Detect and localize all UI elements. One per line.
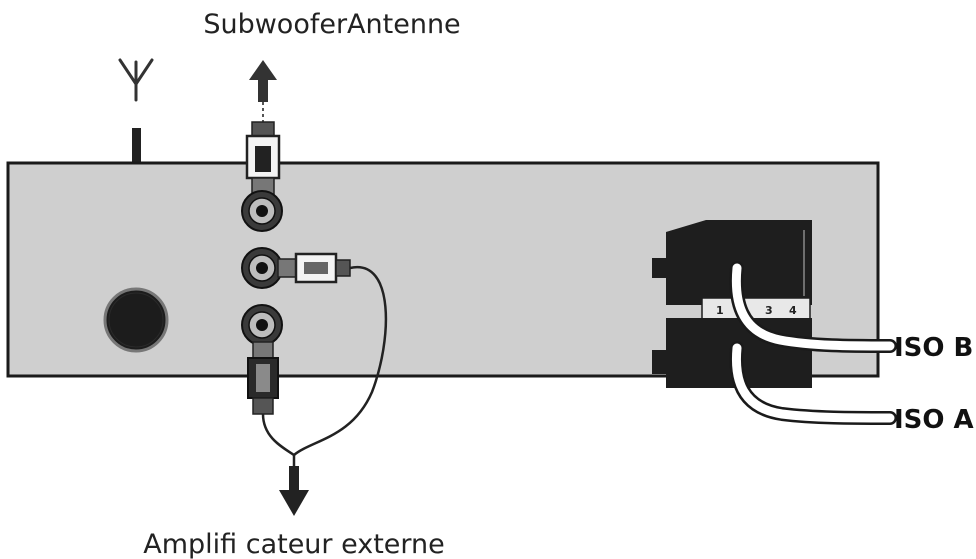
subwoofer-rca-plug <box>245 121 281 197</box>
subwoofer-antenna-label: SubwooferAntenne <box>203 9 460 40</box>
amplifier-arrow-icon <box>279 466 309 516</box>
antenna-socket <box>103 287 169 353</box>
iso-b-cable <box>729 261 897 353</box>
subwoofer-arrow-icon <box>249 60 277 122</box>
iso-pin-4: 4 <box>789 304 797 317</box>
antenna-icon <box>118 58 154 102</box>
iso-a-cable <box>729 341 897 425</box>
iso-pin-1: 1 <box>716 304 724 317</box>
amplifier-rca-plug-horizontal <box>277 252 351 284</box>
iso-a-label: ISO A <box>894 405 974 435</box>
rca-socket-amplifier-left <box>241 304 283 346</box>
amplifier-cables <box>261 265 388 466</box>
rca-socket-subwoofer <box>241 190 283 232</box>
external-amplifier-label: Amplifi cateur externe <box>143 529 445 559</box>
iso-b-label: ISO B <box>894 333 973 363</box>
amplifier-rca-plug-vertical <box>247 341 279 415</box>
iso-pin-3: 3 <box>765 304 773 317</box>
rca-socket-amplifier-right <box>241 247 283 289</box>
